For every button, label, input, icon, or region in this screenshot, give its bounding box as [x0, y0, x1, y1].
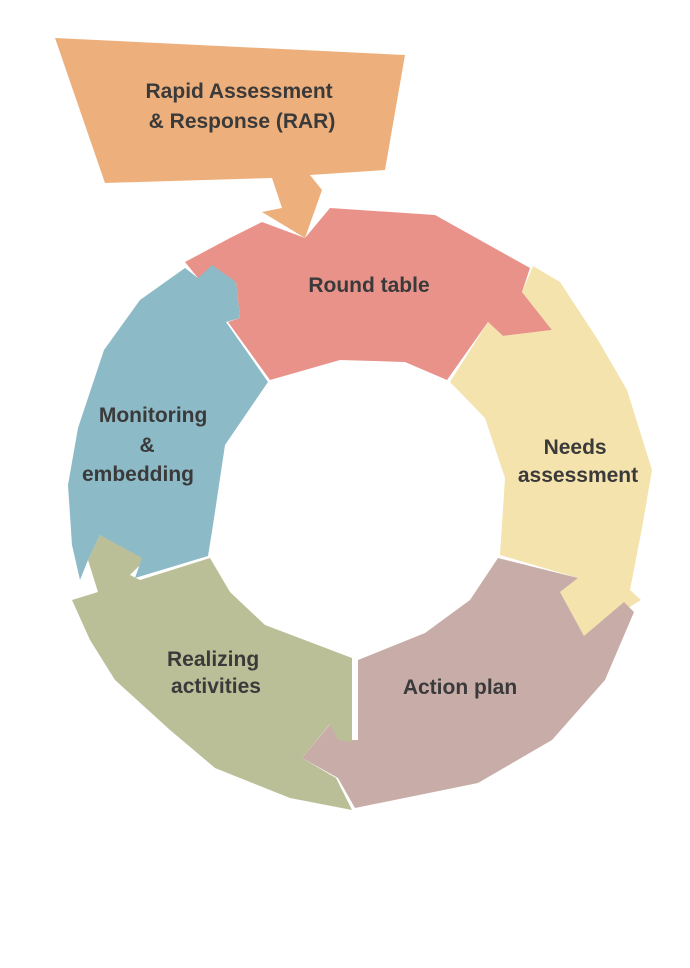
round-table-line-1: Round table [308, 274, 429, 297]
needs-assessment-segment [450, 266, 652, 636]
rar-header-label: Rapid Assessment & Response (RAR) [146, 80, 339, 133]
monitoring-embedding-line-2: & [139, 434, 154, 457]
realizing-activities-label: Realizing activities [167, 648, 265, 698]
rar-header-box [55, 38, 405, 238]
realizing-activities-line-1: Realizing [167, 648, 259, 671]
realizing-activities-segment [72, 535, 352, 810]
needs-assessment-label: Needs assessment [518, 436, 638, 487]
round-table-segment [185, 208, 552, 380]
realizing-activities-line-2: activities [171, 675, 261, 698]
action-plan-label: Action plan [403, 676, 517, 699]
monitoring-embedding-line-1: Monitoring [99, 404, 207, 427]
needs-assessment-line-2: assessment [518, 464, 638, 487]
rar-header-line-1: Rapid Assessment [146, 80, 333, 103]
monitoring-embedding-label: Monitoring & embedding [82, 404, 213, 486]
needs-assessment-line-1: Needs [544, 436, 607, 459]
action-plan-segment [302, 558, 634, 808]
monitoring-embedding-line-3: embedding [82, 463, 194, 486]
rar-header-line-2: & Response (RAR) [149, 110, 336, 133]
round-table-label: Round table [308, 274, 429, 297]
monitoring-embedding-segment [68, 265, 268, 580]
action-plan-line-1: Action plan [403, 676, 517, 699]
